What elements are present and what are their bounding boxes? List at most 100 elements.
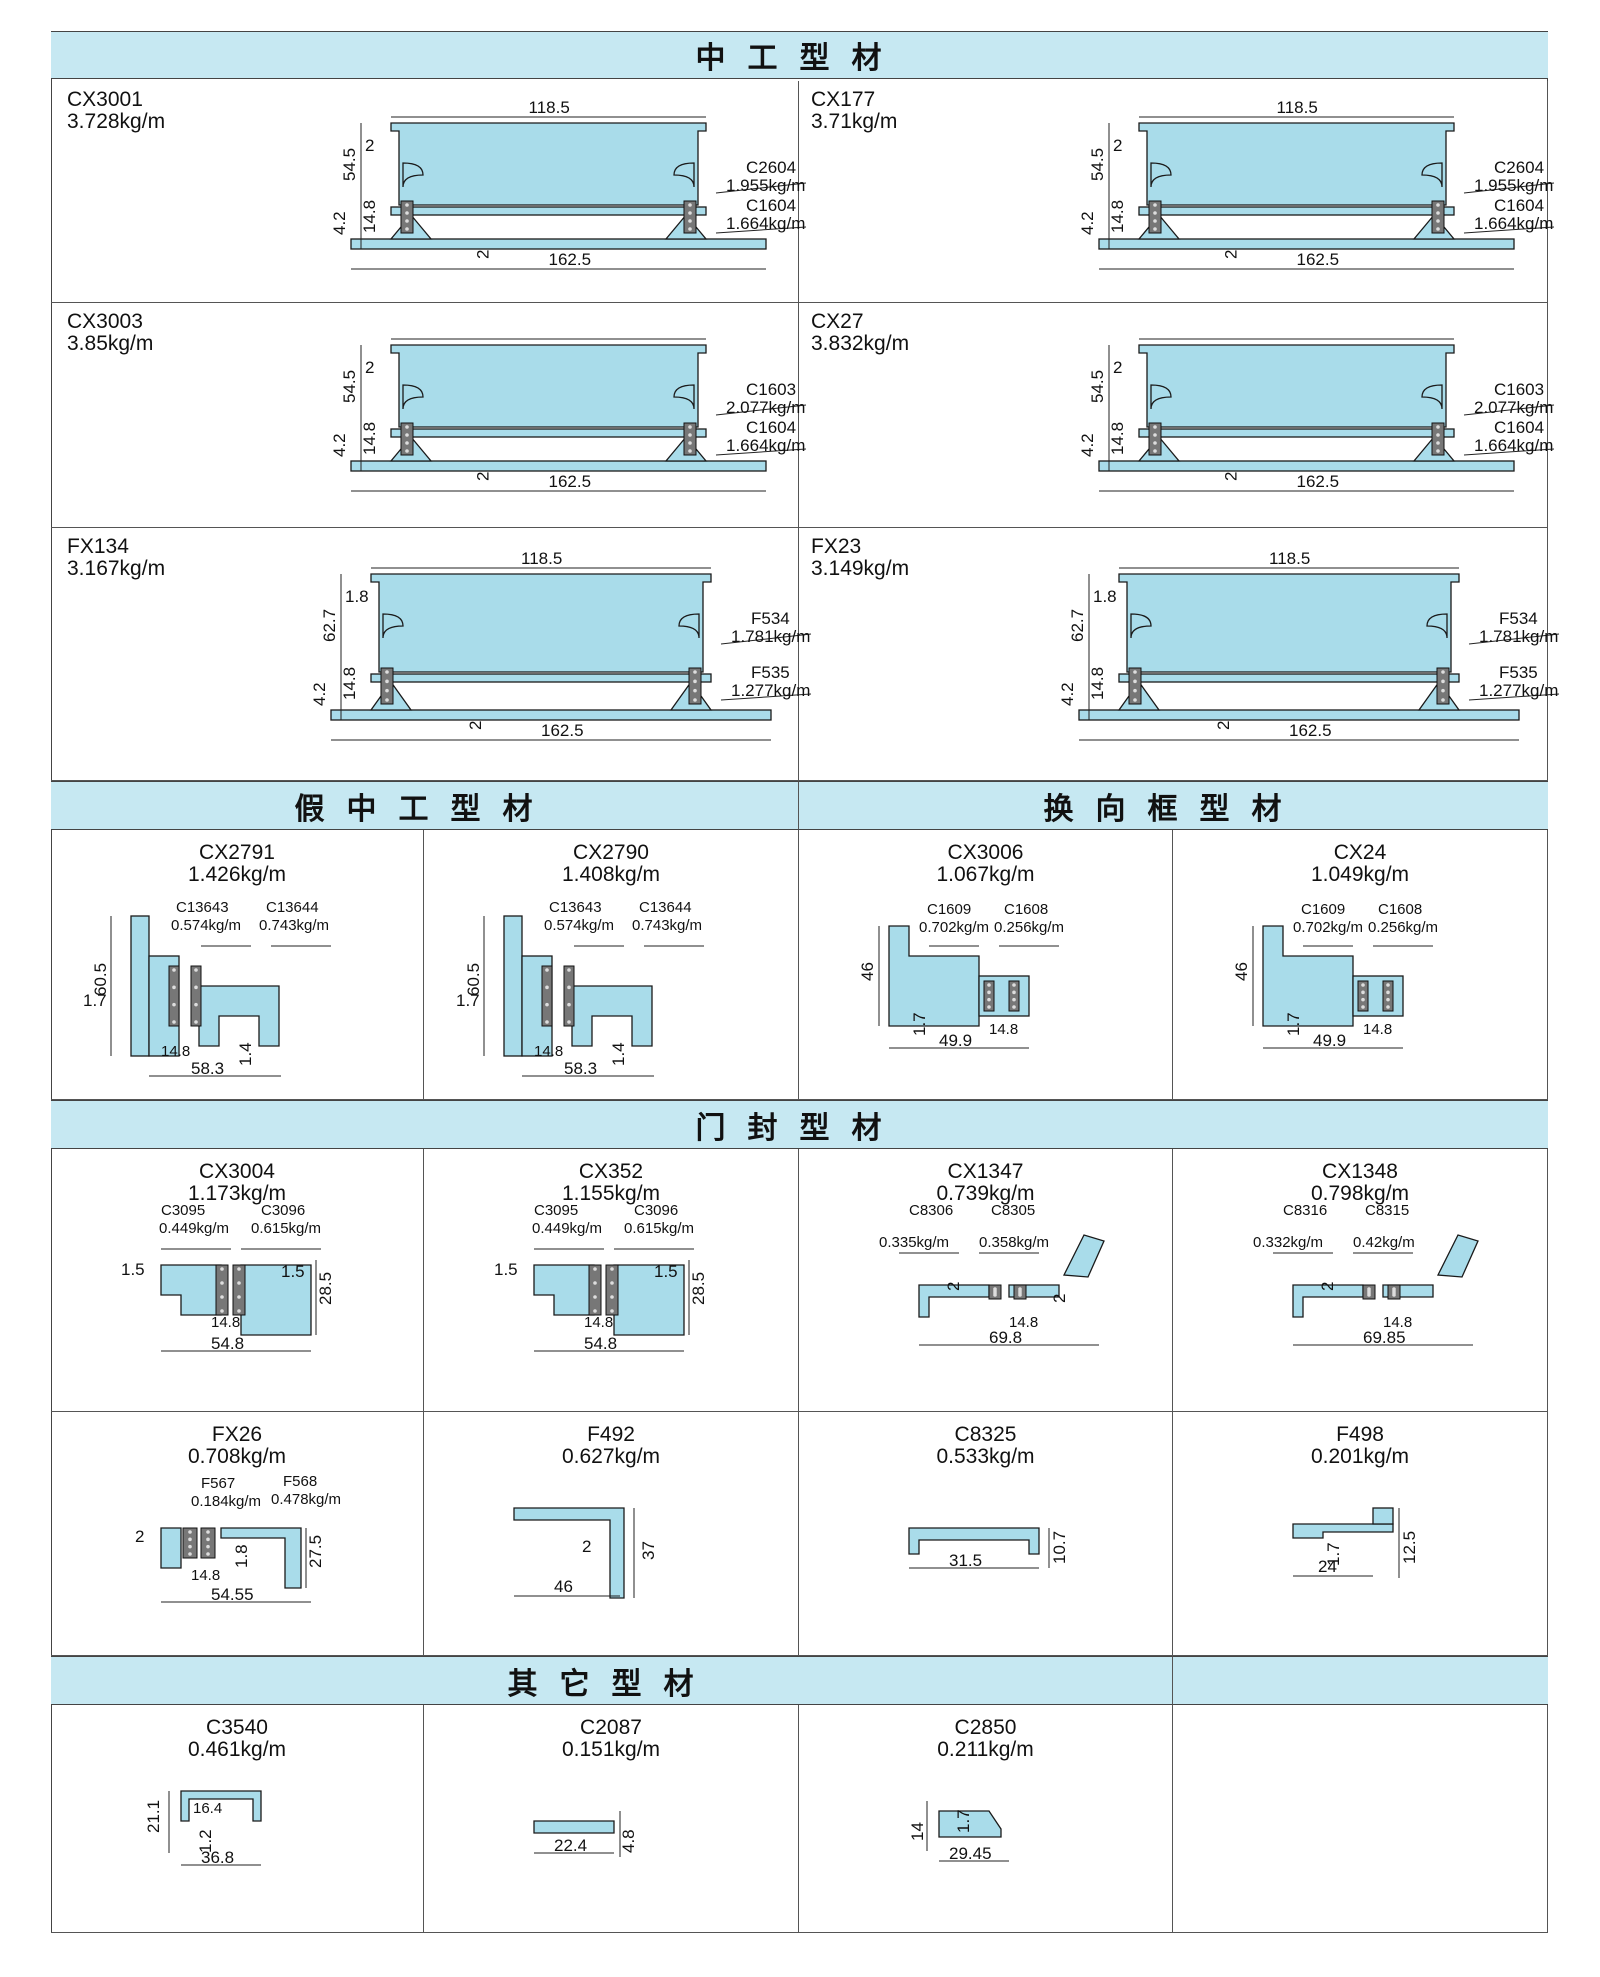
profile-section (533, 1264, 595, 1316)
dim-height: 46 (1232, 962, 1251, 981)
dim-thickness-2: 1.5 (281, 1262, 305, 1281)
dim-wall: 2 (1214, 721, 1233, 730)
dim-height-inner: 14.8 (340, 667, 359, 700)
profile-weight: 3.71kg/m (811, 110, 898, 133)
profile-drawing: 118.562.714.84.21.8162.52F5341.781kg/mF5… (1058, 549, 1560, 741)
profile-weight: 0.708kg/m (187, 1445, 287, 1468)
dim-thickness: 1.5 (494, 1260, 518, 1279)
dim-height-base: 4.2 (330, 211, 349, 235)
profile-code: CX24 (1333, 841, 1387, 864)
profile-drawing: 118.554.514.84.22162.52C26041.955kg/mC16… (330, 98, 807, 270)
strip-weight: 0.332kg/m (1253, 1234, 1323, 1251)
strip-code: C1609 (927, 901, 971, 918)
strip-weight: 1.664kg/m (1474, 436, 1553, 455)
profile-weight: 3.85kg/m (67, 332, 154, 355)
strip-code: C1604 (1494, 418, 1544, 437)
profile-drawing: 54.514.84.22162.52C16032.077kg/mC16041.6… (330, 338, 807, 492)
dim-thickness-2: 1.8 (232, 1544, 251, 1568)
dim-height: 60.5 (91, 963, 110, 996)
strip-code: C13644 (639, 899, 692, 916)
dim-width: 31.5 (949, 1551, 982, 1570)
dim-bottom-width: 162.5 (541, 721, 584, 740)
strip-weight: 1.664kg/m (726, 436, 805, 455)
section-header-empty (1173, 1656, 1548, 1705)
strip-code: C2604 (1494, 158, 1544, 177)
strip-code: C2604 (746, 158, 796, 177)
strip-code: C8315 (1365, 1202, 1409, 1219)
strip-weight: 1.955kg/m (1474, 176, 1553, 195)
strip-weight: 2.077kg/m (1474, 398, 1553, 417)
dim-height-base: 4.2 (1078, 433, 1097, 457)
profile-weight: 0.201kg/m (1310, 1445, 1410, 1468)
dim-strip-width: 14.8 (161, 1043, 190, 1060)
dim-thickness: 1.2 (196, 1829, 215, 1853)
dim-thickness: 2 (1113, 358, 1122, 377)
dim-height: 46 (858, 962, 877, 981)
strip-code: C1604 (746, 196, 796, 215)
profile-weight: 1.426kg/m (187, 863, 287, 886)
dim-thickness: 1.7 (1284, 1012, 1303, 1036)
profile-code: C3540 (206, 1716, 268, 1739)
dim-thickness: 1.7 (83, 991, 107, 1010)
profile-code: CX177 (811, 88, 876, 111)
profile-drawing: 118.562.714.84.21.8162.52F5341.781kg/mF5… (310, 549, 812, 741)
profile-weight: 3.167kg/m (67, 557, 166, 580)
profile-code: FX134 (67, 535, 129, 558)
strip-code: C3095 (161, 1202, 205, 1219)
profile-code: CX1348 (1322, 1160, 1398, 1183)
dim-height-base: 4.2 (310, 682, 329, 706)
strip-weight: 1.277kg/m (1479, 681, 1558, 700)
profile-code: CX3003 (67, 310, 143, 333)
dim-bottom-width: 162.5 (1297, 250, 1340, 269)
strip-code: C8305 (991, 1202, 1035, 1219)
profile-drawing: 60.51.714.858.31.4C136430.574kg/mC136440… (83, 899, 331, 1078)
profile-weight: 3.149kg/m (811, 557, 910, 580)
section-header-reverse-frame: 换向框型材 (799, 781, 1548, 830)
profile-section (1138, 344, 1455, 428)
profile-section (180, 1790, 262, 1822)
dim-strip-width: 14.8 (1363, 1021, 1392, 1038)
profile-weight: 3.728kg/m (67, 110, 166, 133)
dim-width: 58.3 (564, 1059, 597, 1078)
empty-cell (1173, 1705, 1548, 1933)
dim-width: 69.8 (989, 1328, 1022, 1347)
strip-weight: 0.743kg/m (632, 917, 702, 934)
strip-weight: 0.449kg/m (159, 1220, 229, 1237)
dim-thickness: 1.7 (954, 1809, 973, 1833)
strip-weight: 1.955kg/m (726, 176, 805, 195)
dim-thickness: 2 (365, 358, 374, 377)
profile-weight: 0.739kg/m (936, 1182, 1035, 1205)
dim-width: 36.8 (201, 1848, 234, 1867)
dim-top-width: 118.5 (529, 98, 570, 117)
profile-code: C2087 (580, 1716, 642, 1739)
strip-code: C1603 (746, 380, 796, 399)
strip-code: C3095 (534, 1202, 578, 1219)
profile-weight: 1.173kg/m (187, 1182, 287, 1205)
dim-bottom-width: 162.5 (549, 472, 592, 491)
dim-thickness: 1.7 (1324, 1542, 1343, 1566)
